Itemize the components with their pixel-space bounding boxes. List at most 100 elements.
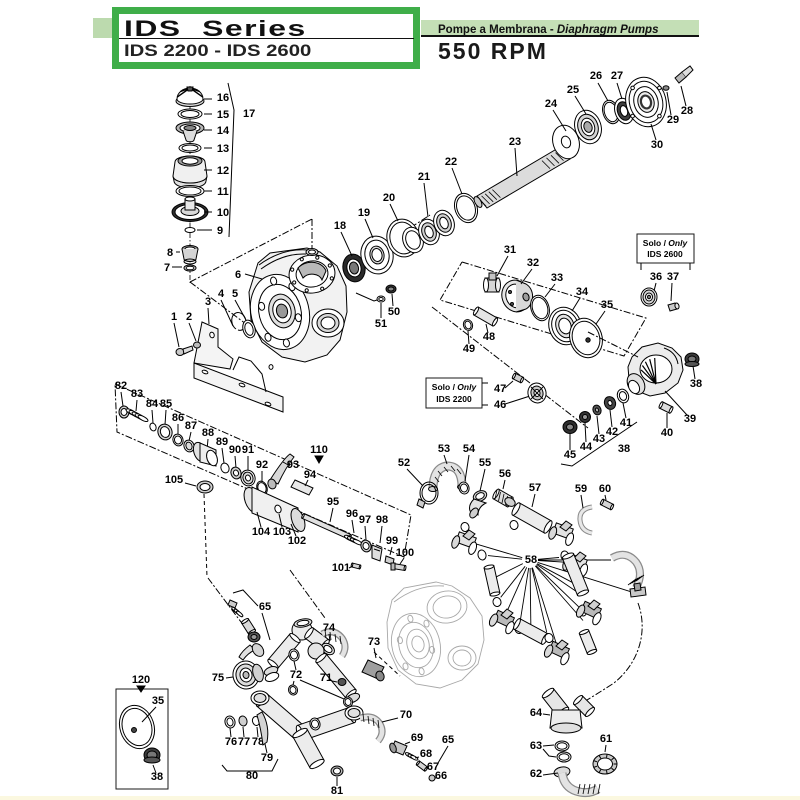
svg-text:66: 66 [435, 770, 447, 782]
svg-text:96: 96 [346, 508, 358, 520]
svg-text:97: 97 [359, 514, 371, 526]
svg-text:44: 44 [580, 441, 593, 453]
svg-text:24: 24 [545, 98, 558, 110]
svg-text:31: 31 [504, 244, 516, 256]
svg-text:47: 47 [494, 383, 506, 395]
svg-text:4: 4 [218, 288, 225, 300]
svg-text:1: 1 [171, 311, 177, 323]
svg-text:58: 58 [525, 554, 537, 566]
svg-text:Solo / Only: Solo / Only [643, 238, 689, 248]
svg-text:36: 36 [650, 271, 662, 283]
svg-text:85: 85 [160, 398, 172, 410]
svg-text:17: 17 [243, 108, 255, 120]
svg-text:7: 7 [164, 262, 170, 274]
svg-text:105: 105 [165, 474, 183, 486]
svg-text:88: 88 [202, 427, 214, 439]
svg-text:22: 22 [445, 156, 457, 168]
svg-text:35: 35 [601, 299, 613, 311]
svg-text:40: 40 [661, 427, 673, 439]
svg-text:IDS 2200: IDS 2200 [436, 394, 472, 404]
svg-text:75: 75 [212, 672, 224, 684]
svg-text:100: 100 [396, 547, 414, 559]
svg-text:63: 63 [530, 740, 542, 752]
svg-text:72: 72 [290, 669, 302, 681]
svg-text:45: 45 [564, 449, 576, 461]
svg-text:110: 110 [310, 444, 328, 456]
svg-text:89: 89 [216, 436, 228, 448]
svg-text:25: 25 [567, 84, 579, 96]
svg-text:57: 57 [529, 482, 541, 494]
svg-text:83: 83 [131, 388, 143, 400]
svg-text:95: 95 [327, 496, 339, 508]
svg-text:81: 81 [331, 785, 343, 797]
svg-text:56: 56 [499, 468, 511, 480]
svg-text:5: 5 [232, 288, 238, 300]
svg-text:16: 16 [217, 92, 229, 104]
svg-text:101: 101 [332, 562, 350, 574]
svg-text:78: 78 [252, 736, 264, 748]
svg-text:84: 84 [146, 398, 159, 410]
svg-text:68: 68 [420, 748, 432, 760]
svg-text:53: 53 [438, 443, 450, 455]
svg-text:98: 98 [376, 514, 388, 526]
svg-text:67: 67 [427, 761, 439, 773]
svg-text:11: 11 [217, 186, 229, 198]
svg-text:87: 87 [185, 420, 197, 432]
svg-text:65: 65 [442, 734, 454, 746]
svg-text:32: 32 [527, 257, 539, 269]
svg-text:20: 20 [383, 192, 395, 204]
svg-text:71: 71 [320, 672, 332, 684]
svg-text:42: 42 [606, 426, 618, 438]
svg-text:38: 38 [151, 771, 163, 783]
svg-text:80: 80 [246, 770, 258, 782]
svg-text:55: 55 [479, 457, 491, 469]
svg-text:74: 74 [323, 622, 336, 634]
svg-text:93: 93 [287, 459, 299, 471]
svg-text:12: 12 [217, 165, 229, 177]
svg-text:IDS 2600: IDS 2600 [647, 249, 683, 259]
svg-text:30: 30 [651, 139, 663, 151]
svg-text:51: 51 [375, 318, 387, 330]
svg-text:90: 90 [229, 444, 241, 456]
svg-text:3: 3 [205, 296, 211, 308]
svg-text:2: 2 [186, 311, 192, 323]
svg-text:91: 91 [242, 444, 254, 456]
svg-text:13: 13 [217, 143, 229, 155]
svg-text:38: 38 [618, 443, 630, 455]
svg-text:59: 59 [575, 483, 587, 495]
svg-text:Solo / Only: Solo / Only [432, 382, 478, 392]
svg-text:73: 73 [368, 636, 380, 648]
svg-text:65: 65 [259, 601, 271, 613]
svg-text:103: 103 [273, 526, 291, 538]
svg-text:69: 69 [411, 732, 423, 744]
svg-text:43: 43 [593, 433, 605, 445]
svg-text:46: 46 [494, 399, 506, 411]
svg-text:29: 29 [667, 114, 679, 126]
svg-text:64: 64 [530, 707, 543, 719]
svg-text:21: 21 [418, 171, 430, 183]
svg-text:61: 61 [600, 733, 612, 745]
svg-text:76: 76 [225, 736, 237, 748]
svg-text:34: 34 [576, 286, 589, 298]
svg-text:10: 10 [217, 207, 229, 219]
svg-text:14: 14 [217, 125, 230, 137]
svg-text:15: 15 [217, 109, 229, 121]
svg-text:62: 62 [530, 768, 542, 780]
svg-text:120: 120 [132, 674, 150, 686]
svg-text:79: 79 [261, 752, 273, 764]
svg-text:39: 39 [684, 413, 696, 425]
svg-text:54: 54 [463, 443, 476, 455]
svg-text:99: 99 [386, 535, 398, 547]
svg-text:18: 18 [334, 220, 346, 232]
svg-text:23: 23 [509, 136, 521, 148]
svg-text:52: 52 [398, 457, 410, 469]
svg-text:9: 9 [217, 225, 223, 237]
svg-text:41: 41 [620, 417, 632, 429]
svg-text:28: 28 [681, 105, 693, 117]
svg-text:26: 26 [590, 70, 602, 82]
svg-text:92: 92 [256, 459, 268, 471]
svg-text:60: 60 [599, 483, 611, 495]
svg-text:38: 38 [690, 378, 702, 390]
svg-text:94: 94 [304, 469, 317, 481]
svg-text:35: 35 [152, 695, 164, 707]
